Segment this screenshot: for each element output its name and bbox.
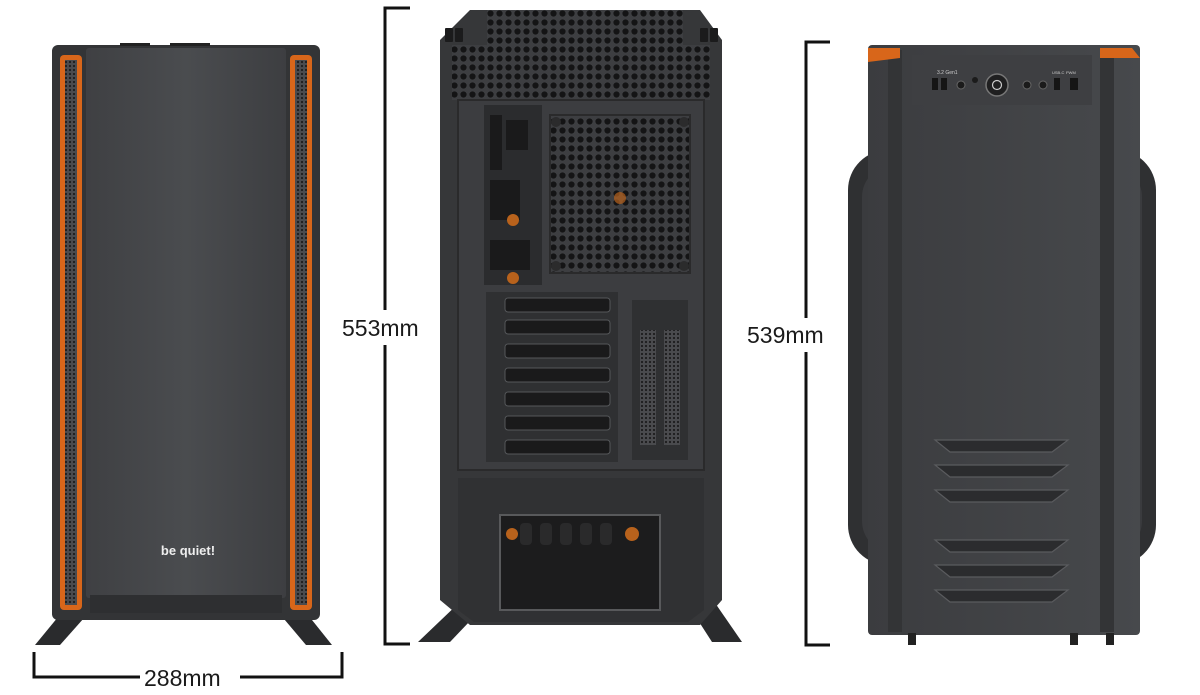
front-logo: be quiet! — [161, 543, 215, 558]
svg-text:USB-C: USB-C — [1052, 70, 1065, 75]
rear-view — [418, 10, 742, 642]
rear-expansion-slots — [486, 292, 618, 462]
height-label: 553mm — [340, 315, 421, 341]
height-dimension — [383, 6, 410, 646]
depth-dimension — [804, 40, 830, 647]
power-button-icon[interactable] — [985, 73, 1009, 97]
width-dimension — [32, 652, 344, 679]
front-view: be quiet! — [35, 43, 332, 645]
svg-text:3.2 Gen1: 3.2 Gen1 — [937, 70, 958, 76]
side-chevron-vents — [933, 439, 1070, 603]
width-label: 288mm — [142, 665, 223, 691]
front-door-panel — [86, 48, 286, 598]
side-case-body — [868, 45, 1140, 635]
depth-label: 539mm — [745, 322, 826, 348]
rear-top-vent — [452, 45, 710, 100]
side-right-accent — [1100, 48, 1140, 58]
side-left-accent — [868, 48, 900, 62]
side-view: 3.2 Gen1 USB-C PWM — [848, 45, 1156, 645]
svg-text:PWM: PWM — [1066, 70, 1076, 75]
